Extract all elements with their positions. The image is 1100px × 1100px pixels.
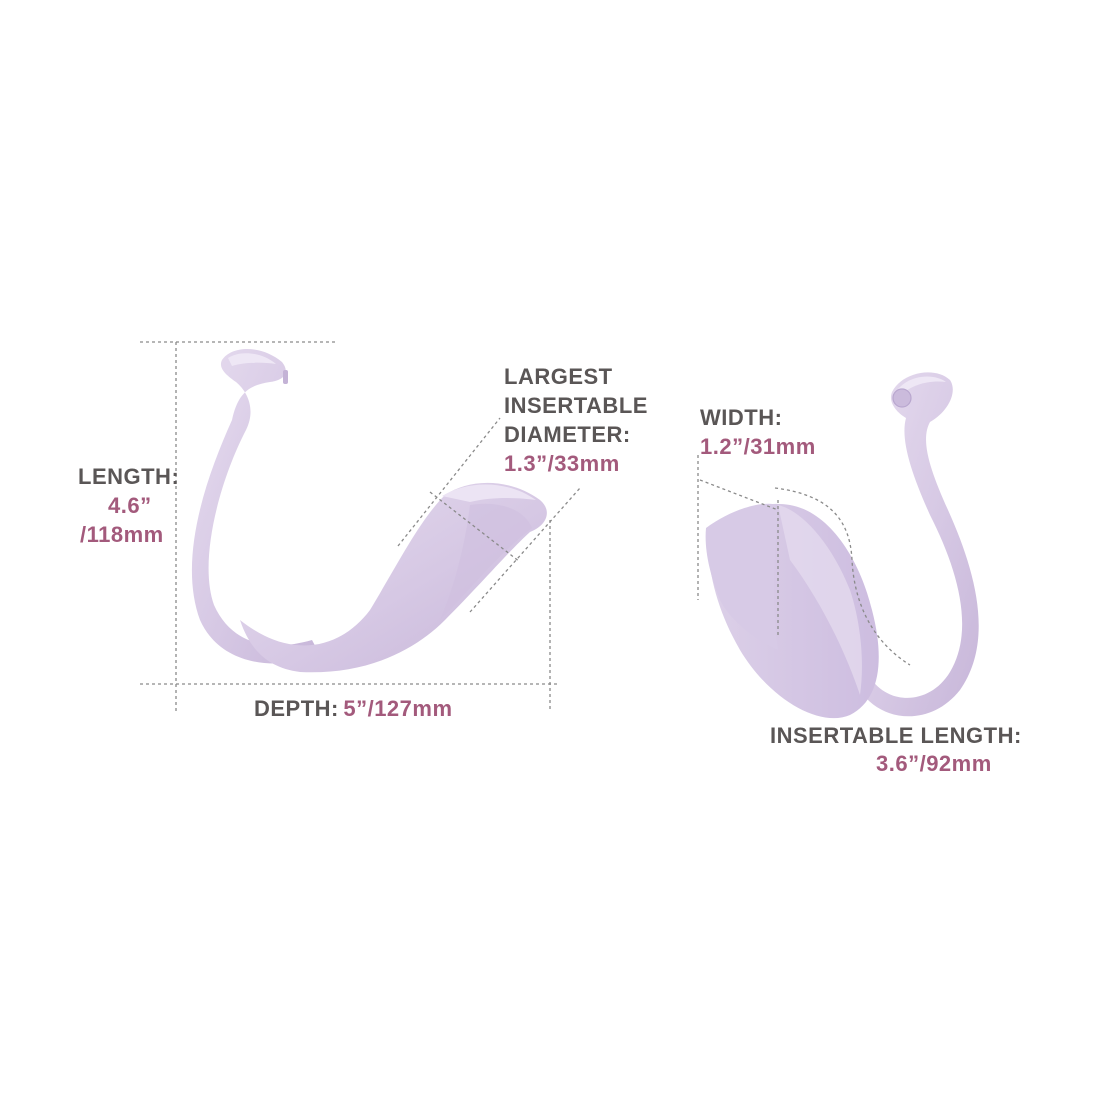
- product-side-view: [191, 348, 547, 673]
- width-value: 1.2”/31mm: [700, 434, 816, 459]
- width-title: WIDTH:: [700, 405, 783, 430]
- depth-value: 5”/127mm: [343, 696, 453, 721]
- depth-title: DEPTH:: [254, 696, 339, 721]
- depth-label: DEPTH: 5”/127mm: [254, 696, 453, 722]
- product-front-view: [705, 372, 979, 719]
- dimension-lines: [140, 341, 911, 712]
- diameter-title-line3: DIAMETER:: [504, 422, 631, 447]
- diameter-value: 1.3”/33mm: [504, 451, 620, 476]
- length-value-mm: /118mm: [80, 522, 164, 547]
- insertable-length-title: INSERTABLE LENGTH:: [770, 723, 1022, 748]
- insertable-length-value: 3.6”/92mm: [876, 751, 992, 776]
- diameter-title-line1: LARGEST: [504, 364, 613, 389]
- diameter-title-line2: INSERTABLE: [504, 393, 648, 418]
- power-button-icon: [892, 388, 912, 408]
- length-title: LENGTH:: [78, 464, 180, 489]
- product-tail: [191, 348, 320, 664]
- length-value-inches: 4.6”: [108, 493, 152, 518]
